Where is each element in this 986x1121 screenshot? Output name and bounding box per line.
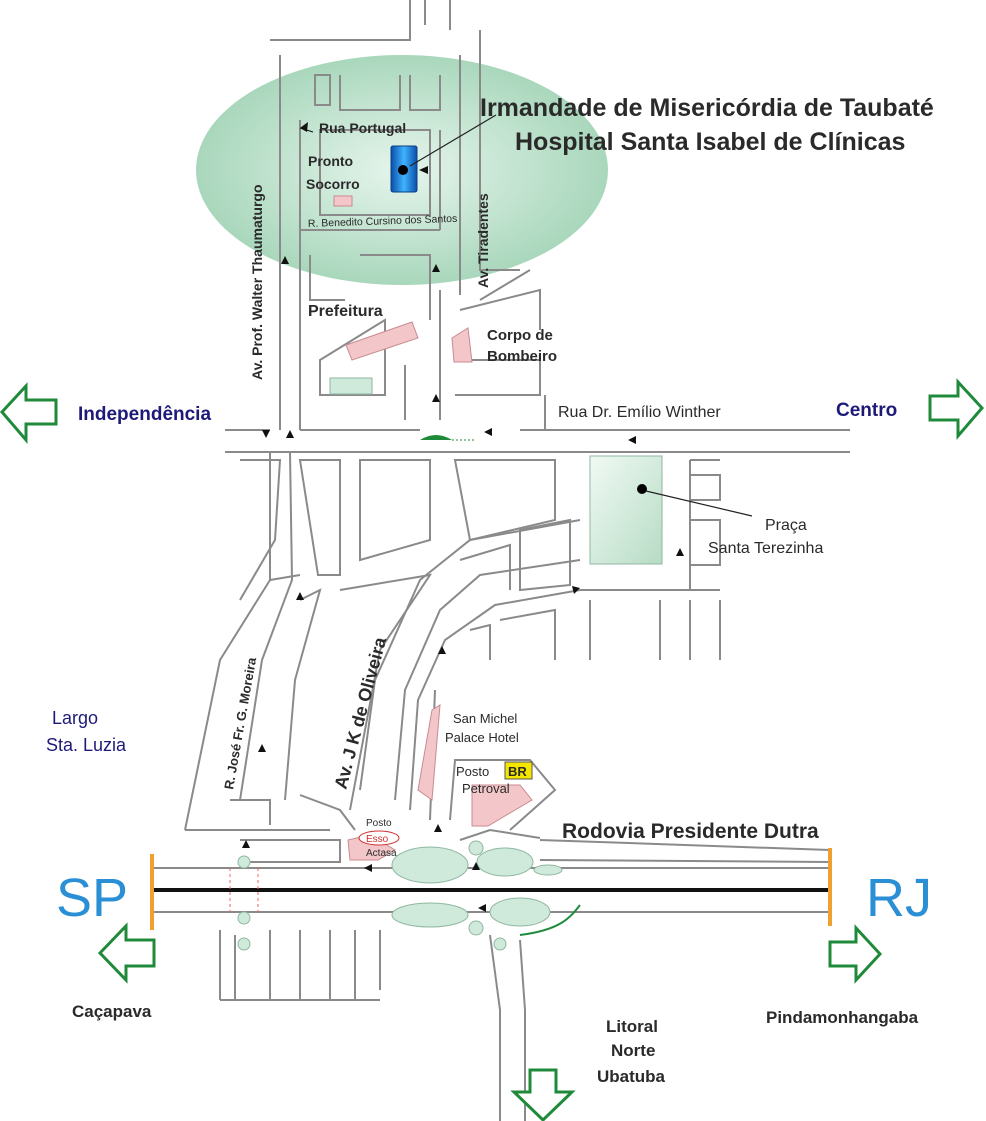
pindamonhangaba-arrow[interactable] (828, 924, 883, 984)
litoral-arrow[interactable] (510, 1068, 576, 1121)
label-pindamonhangaba: Pindamonhangaba (766, 1008, 919, 1027)
label-sta-luzia: Sta. Luzia (46, 735, 127, 755)
green-direction-arrows (0, 378, 985, 1121)
label-rua-portugal: Rua Portugal (319, 120, 406, 136)
independencia-arrow[interactable] (0, 382, 58, 445)
praca-santa-terezinha-area (589, 455, 663, 565)
label-santa-terezinha: Santa Terezinha (708, 540, 823, 557)
label-sp: SP (56, 868, 128, 928)
label-pronto: Pronto (308, 153, 353, 169)
building-hospital-annex (333, 195, 353, 207)
hospital-name-line1: Irmandade de Misericórdia de Taubaté (480, 94, 934, 122)
label-posto-esso: Posto (366, 818, 392, 829)
buildings (329, 195, 663, 861)
hospital-callout-line (409, 114, 497, 167)
label-ubatuba: Ubatuba (597, 1067, 666, 1086)
building-san-michel-hotel (417, 704, 441, 801)
dutra-highway (150, 848, 832, 930)
centro-arrow[interactable] (928, 378, 985, 441)
building-green-block (329, 377, 373, 395)
label-posto-br: Posto (456, 764, 489, 779)
label-esso: Esso (366, 834, 389, 845)
label-san-michel: San Michel (453, 711, 517, 726)
label-corpo-de: Corpo de (487, 327, 553, 344)
label-av-walter-thaumaturgo: Av. Prof. Walter Thaumaturgo (249, 185, 265, 381)
hospital-marker-dot (398, 165, 408, 175)
interchange (219, 828, 581, 1121)
label-rua-emilio-winther: Rua Dr. Emílio Winther (558, 404, 721, 421)
label-independencia: Independência (78, 404, 211, 425)
br-badge (504, 761, 533, 780)
label-centro: Centro (836, 400, 897, 421)
praca-marker-dot (637, 484, 647, 494)
label-bombeiro: Bombeiro (487, 348, 557, 365)
label-litoral: Litoral (606, 1017, 658, 1036)
label-actasa: Actasa (366, 848, 397, 859)
label-rj: RJ (866, 868, 932, 928)
building-corpo-de-bombeiro (451, 327, 473, 363)
label-praca: Praça (765, 517, 807, 534)
label-av-tiradentes: Av. Tiradentes (475, 193, 491, 288)
label-socorro: Socorro (306, 176, 360, 192)
label-br: BR (508, 764, 527, 779)
label-av-jk-oliveira: Av. J K de Oliveira (331, 634, 391, 791)
label-palace-hotel: Palace Hotel (445, 730, 519, 745)
label-benedito-cursino: R. Benedito Cursino dos Santos (308, 213, 458, 230)
praca-callout-line (645, 490, 753, 517)
esso-badge (358, 830, 400, 846)
label-norte: Norte (611, 1041, 655, 1060)
building-prefeitura (345, 321, 419, 361)
label-rua-jose-moreira: R. José Fr. G. Moreira (221, 656, 259, 791)
direction-arrows (242, 122, 684, 912)
label-petroval: Petroval (462, 781, 510, 796)
hospital-name-line2: Hospital Santa Isabel de Clínicas (515, 128, 905, 156)
label-cacapava: Caçapava (72, 1002, 152, 1021)
building-posto-br (471, 784, 533, 827)
label-rodovia-dutra: Rodovia Presidente Dutra (562, 820, 819, 843)
cacapava-arrow[interactable] (97, 922, 156, 984)
street-grid (184, 0, 850, 863)
label-largo: Largo (52, 708, 98, 728)
label-prefeitura: Prefeitura (308, 303, 383, 320)
